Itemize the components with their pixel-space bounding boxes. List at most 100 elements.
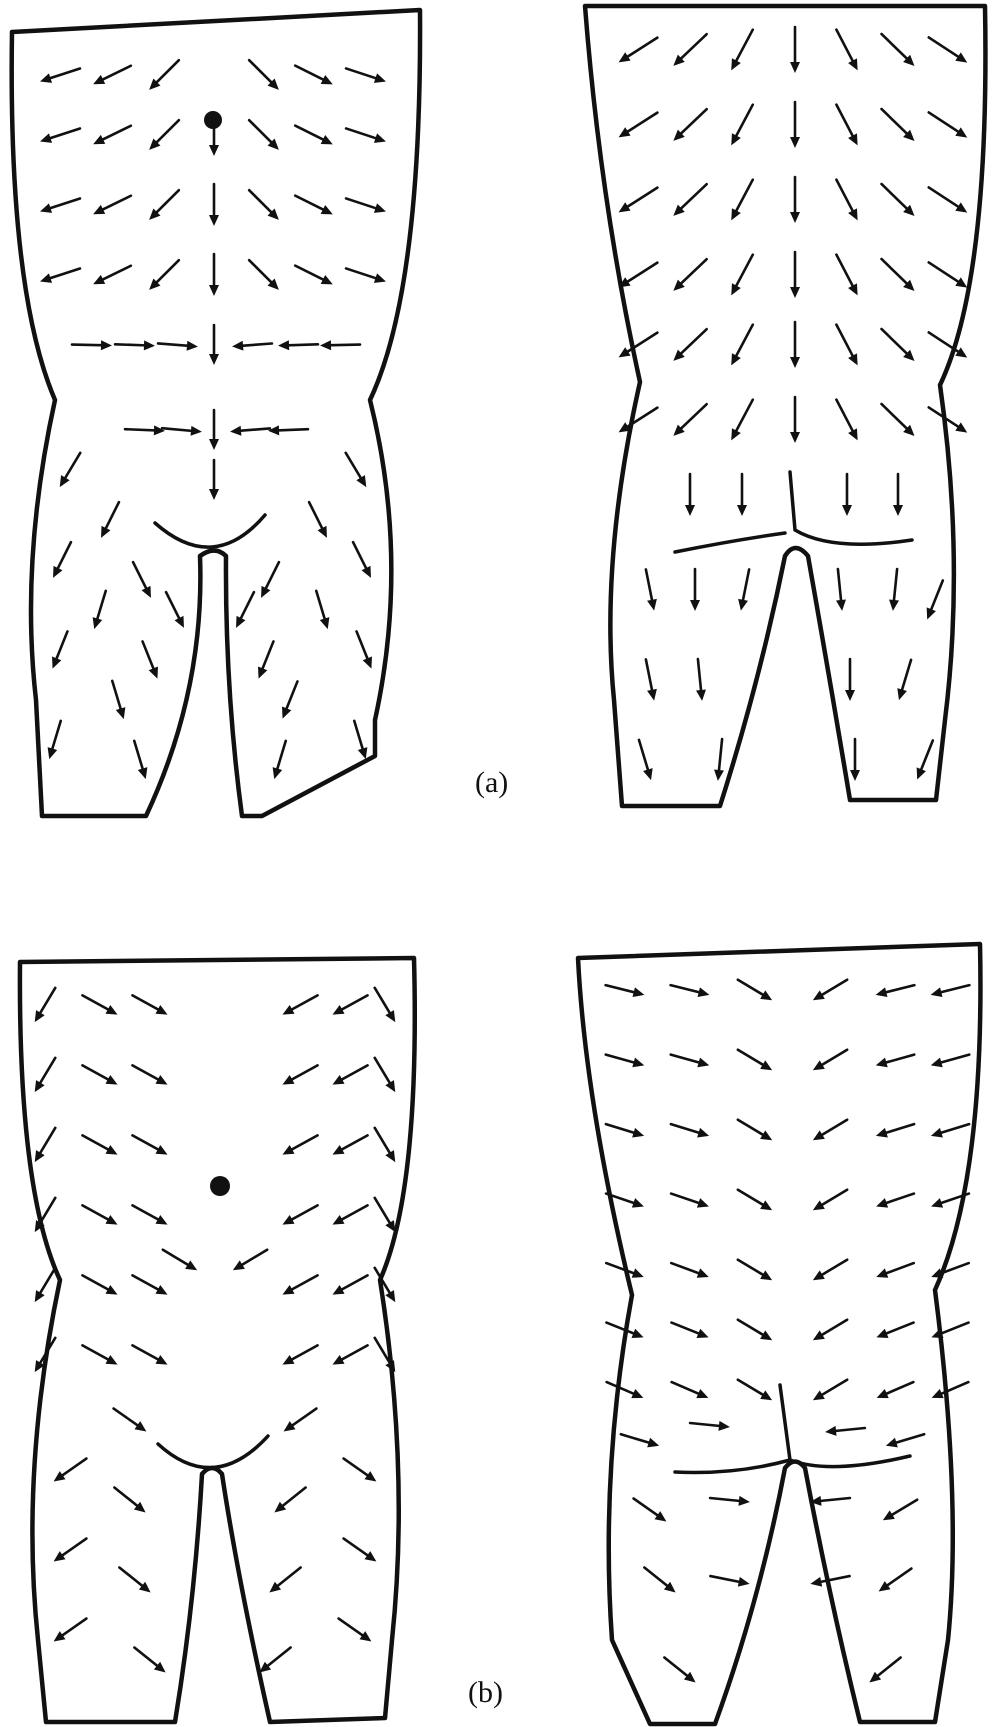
hair-direction-arrow — [931, 1263, 969, 1278]
hair-direction-arrow — [278, 340, 318, 350]
hair-direction-arrow — [209, 410, 219, 450]
hair-direction-arrow — [149, 260, 179, 290]
hair-direction-arrow — [621, 1434, 659, 1447]
hair-direction-arrow — [114, 1409, 147, 1432]
hair-direction-arrow — [332, 1135, 367, 1154]
hair-direction-arrow — [149, 120, 179, 150]
hair-direction-arrow — [876, 1124, 914, 1137]
hair-direction-arrow — [132, 1275, 167, 1294]
hair-direction-arrow — [346, 128, 386, 142]
hair-direction-arrow — [282, 1065, 317, 1084]
hair-direction-arrow — [72, 340, 112, 350]
hair-direction-arrow — [690, 1421, 730, 1431]
hair-direction-arrow — [671, 1323, 708, 1338]
hair-direction-arrow — [931, 1055, 970, 1068]
panel-b-caption: (b) — [468, 1676, 503, 1709]
hair-direction-arrow — [876, 1263, 914, 1278]
hair-direction-arrow — [877, 1382, 914, 1398]
hair-direction-arrow — [132, 1205, 167, 1224]
arrows-b-front — [35, 988, 396, 1673]
hair-direction-arrow — [163, 1250, 197, 1271]
panel-b: (b) — [20, 944, 981, 1724]
hair-direction-arrow — [82, 1065, 117, 1084]
hair-direction-arrow — [738, 1380, 772, 1401]
hair-direction-arrow — [101, 502, 119, 538]
hair-direction-arrow — [35, 988, 56, 1022]
hair-direction-arrow — [731, 325, 753, 366]
hair-direction-arrow — [606, 1055, 645, 1068]
hair-direction-arrow — [889, 569, 899, 611]
hair-direction-arrow — [282, 1205, 317, 1224]
hair-direction-arrow — [810, 1496, 850, 1506]
hair-direction-arrow — [931, 1124, 969, 1137]
hair-direction-arrow — [710, 1496, 750, 1506]
back-buttock-line — [780, 1385, 910, 1467]
hair-direction-arrow — [54, 1619, 87, 1642]
hair-direction-arrow — [40, 269, 80, 283]
hair-direction-arrow — [93, 591, 106, 629]
hair-direction-arrow — [671, 1055, 710, 1068]
back-gluteal-fold — [675, 533, 785, 552]
hair-direction-arrow — [927, 581, 943, 620]
hair-direction-arrow — [619, 188, 658, 213]
panel-b-front-view — [20, 958, 415, 1722]
hair-direction-arrow — [332, 995, 367, 1014]
hair-direction-arrow — [673, 184, 706, 216]
hair-direction-arrow — [209, 325, 219, 365]
hair-direction-arrow — [375, 1198, 396, 1232]
hair-direction-arrow — [731, 255, 753, 296]
hair-direction-arrow — [738, 1260, 772, 1281]
hair-direction-arrow — [685, 474, 695, 516]
hair-direction-arrow — [295, 266, 333, 285]
hair-direction-arrow — [673, 259, 706, 291]
hair-direction-arrow — [836, 30, 857, 71]
hair-direction-arrow — [876, 985, 915, 997]
hair-direction-arrow — [738, 980, 772, 1001]
arrows-a-front — [40, 60, 386, 779]
hair-direction-arrow — [332, 1345, 367, 1364]
front-groin-line — [158, 1436, 268, 1468]
hair-direction-arrow — [881, 329, 914, 361]
hair-direction-arrow — [344, 1539, 377, 1562]
hair-direction-arrow — [282, 1135, 317, 1154]
hair-direction-arrow — [249, 190, 279, 220]
hair-direction-arrow — [929, 112, 968, 137]
hair-direction-arrow — [813, 1380, 847, 1401]
hair-direction-arrow — [316, 591, 329, 629]
hair-direction-arrow — [845, 659, 855, 701]
hair-direction-arrow — [929, 187, 968, 212]
hair-direction-arrow — [143, 641, 158, 678]
hair-direction-arrow — [672, 1382, 709, 1398]
back-gluteal-fold — [675, 1460, 790, 1473]
hair-direction-arrow — [917, 741, 933, 780]
hair-direction-arrow — [731, 400, 753, 441]
navel-mark — [210, 1176, 230, 1196]
hair-direction-arrow — [673, 34, 706, 66]
hair-direction-arrow — [346, 198, 386, 212]
hair-direction-arrow — [233, 1250, 267, 1271]
hair-direction-arrow — [671, 1194, 709, 1208]
hair-direction-arrow — [93, 266, 131, 284]
hair-direction-arrow — [731, 30, 753, 71]
hair-direction-arrow — [375, 1128, 396, 1162]
hair-direction-arrow — [295, 66, 333, 85]
hair-direction-arrow — [282, 681, 297, 718]
hair-direction-arrow — [929, 262, 968, 287]
hair-direction-arrow — [132, 995, 167, 1014]
hair-direction-arrow — [53, 542, 71, 578]
hair-direction-arrow — [731, 105, 753, 146]
hair-direction-arrow — [876, 1323, 913, 1338]
hair-direction-arrow — [82, 995, 117, 1014]
hair-direction-arrow — [836, 325, 857, 366]
hair-direction-arrow — [112, 681, 125, 719]
hair-direction-arrow — [268, 425, 308, 435]
hair-direction-arrow — [881, 259, 914, 291]
hair-direction-arrow — [619, 408, 658, 433]
hair-direction-arrow — [115, 340, 155, 350]
panel-a-front-view — [12, 10, 420, 816]
hair-direction-arrow — [738, 1120, 772, 1141]
hair-direction-arrow — [158, 341, 198, 351]
hair-direction-arrow — [261, 562, 279, 598]
panel-a-back-view — [585, 6, 985, 806]
